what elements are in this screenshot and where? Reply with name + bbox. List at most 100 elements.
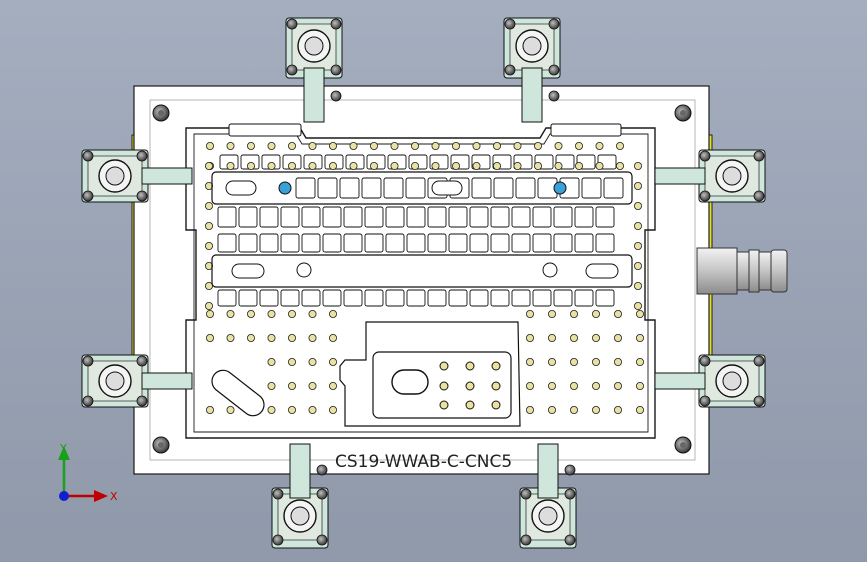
clamp-icon: [503, 17, 561, 123]
top-slot-right: [550, 123, 622, 137]
pocket-cell: [301, 233, 321, 253]
hole-icon: [534, 141, 543, 150]
hole-icon: [267, 161, 276, 170]
hole-icon: [548, 333, 557, 342]
hole-icon: [328, 405, 337, 414]
diagonal-slot: [211, 369, 265, 417]
hole-icon: [570, 333, 579, 342]
pocket-cell: [469, 233, 489, 253]
hole-icon: [246, 161, 255, 170]
pocket-cell: [217, 233, 237, 253]
pocket-cell: [574, 206, 594, 228]
clamp-icon: [654, 149, 766, 203]
hole-icon: [287, 141, 296, 150]
hole-icon: [570, 405, 579, 414]
pocket-cell: [383, 177, 404, 199]
pocket-cell: [595, 233, 615, 253]
hole-icon: [204, 201, 213, 210]
hole-icon: [328, 141, 337, 150]
hole-icon: [287, 381, 296, 390]
hole-icon: [570, 309, 579, 318]
hole-icon: [226, 333, 235, 342]
hole-icon: [614, 333, 623, 342]
pocket-cell: [238, 206, 258, 228]
pocket-cell: [364, 289, 384, 307]
screw-icon: [564, 534, 576, 546]
hole-icon: [287, 405, 296, 414]
hole-icon: [636, 333, 645, 342]
pocket-cell: [553, 289, 573, 307]
hole-icon: [287, 333, 296, 342]
pocket-cell: [574, 233, 594, 253]
pocket-cell: [406, 206, 426, 228]
pocket-cell: [259, 289, 279, 307]
pocket-cell: [364, 206, 384, 228]
pocket-cell: [469, 206, 489, 228]
hole-icon: [390, 141, 399, 150]
screw-icon: [520, 488, 532, 500]
screw-icon: [520, 534, 532, 546]
hole-icon: [226, 161, 235, 170]
clamp-icon: [654, 354, 766, 408]
rail-bar-bottom: [211, 254, 633, 288]
screw-icon: [699, 355, 711, 367]
hole-icon: [614, 357, 623, 366]
screw-icon: [330, 64, 342, 76]
clamp-group: [81, 17, 766, 549]
hole-icon: [431, 141, 440, 150]
pocket-grid: [217, 154, 624, 307]
pocket-cell: [448, 289, 468, 307]
screw-icon: [548, 18, 560, 30]
screw-icon: [548, 64, 560, 76]
clamp-icon: [285, 17, 343, 123]
screw-icon: [330, 18, 342, 30]
lower-pocket-inner: [372, 351, 512, 419]
locator-pin-icon: [553, 181, 567, 195]
fixture-pocket-outer: [185, 127, 656, 439]
pocket-cell: [448, 206, 468, 228]
screw-icon: [753, 190, 765, 202]
hole-icon: [548, 405, 557, 414]
hole-icon: [431, 161, 440, 170]
hole-icon: [308, 405, 317, 414]
pocket-cell: [322, 289, 342, 307]
hole-icon: [513, 161, 522, 170]
hole-icon: [308, 357, 317, 366]
screw-icon: [330, 90, 342, 102]
hole-icon: [554, 161, 563, 170]
hole-icon: [614, 309, 623, 318]
hole-icon: [287, 161, 296, 170]
hole-pattern: [204, 141, 645, 414]
screw-icon: [753, 355, 765, 367]
screw-icon: [82, 190, 94, 202]
pocket-cell: [364, 233, 384, 253]
pocket-cell: [511, 289, 531, 307]
pocket-cell: [339, 177, 360, 199]
pocket-cell: [471, 177, 492, 199]
hole-icon: [492, 141, 501, 150]
pocket-cell: [322, 233, 342, 253]
locator-pin-icon: [278, 181, 292, 195]
pocket-cell: [280, 289, 300, 307]
hole-icon: [634, 261, 643, 270]
screw-icon: [82, 395, 94, 407]
pocket-cell: [553, 233, 573, 253]
pocket-cell: [259, 206, 279, 228]
pocket-cell: [511, 233, 531, 253]
pocket-cell: [317, 177, 338, 199]
hole-icon: [204, 241, 213, 250]
screw-icon: [699, 395, 711, 407]
screw-icon: [564, 488, 576, 500]
hole-icon: [595, 141, 604, 150]
hole-icon: [204, 161, 213, 170]
hole-icon: [548, 381, 557, 390]
hole-icon: [634, 241, 643, 250]
hole-icon: [204, 301, 213, 310]
pocket-cell: [427, 233, 447, 253]
hole-icon: [554, 141, 563, 150]
clamp-icon: [81, 354, 193, 408]
screw-icon: [136, 395, 148, 407]
hole-icon: [534, 161, 543, 170]
hole-icon: [390, 161, 399, 170]
